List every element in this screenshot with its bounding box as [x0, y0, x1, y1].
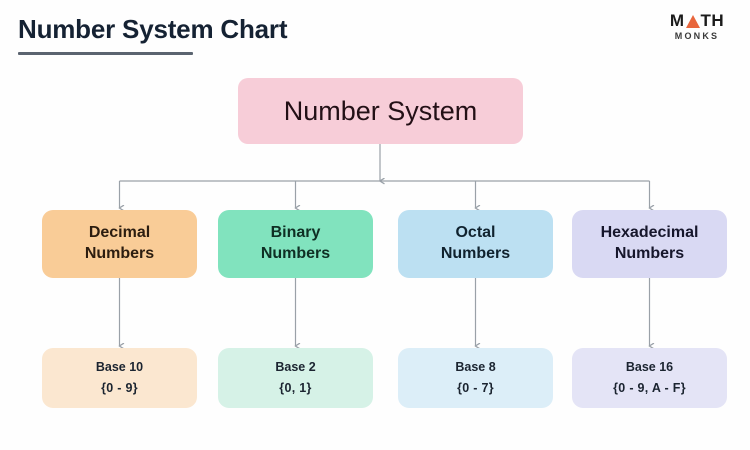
- node-base-8-digits: {0 - 7}: [457, 381, 494, 395]
- node-base-16-digits: {0 - 9, A - F}: [613, 381, 686, 395]
- node-base-8-label: Base 8: [455, 359, 496, 374]
- node-base-2-label: Base 2: [275, 359, 316, 374]
- node-decimal-label-line-2: Numbers: [84, 245, 155, 262]
- node-base-2: Base 2 {0, 1}: [218, 348, 373, 408]
- node-octal-label-line-1: Octal: [455, 224, 496, 242]
- node-hexadecimal-label-line-1: Hexadecimal: [600, 224, 699, 242]
- node-base-10-label: Base 10: [95, 359, 144, 374]
- page-title: Number System Chart: [18, 14, 288, 44]
- node-decimal-numbers: Decimal Numbers: [42, 210, 197, 278]
- node-octal-numbers: Octal Numbers: [398, 210, 553, 278]
- node-hexadecimal-numbers: Hexadecimal Numbers: [572, 210, 727, 278]
- node-hexadecimal-label-line-2: Numbers: [614, 245, 685, 262]
- title-underline: [18, 52, 193, 55]
- math-monks-logo: M TH MONKS: [658, 12, 736, 41]
- logo-letter-m: M: [669, 11, 685, 30]
- logo-wordmark: M TH: [658, 12, 736, 29]
- node-binary-label-line-1: Binary: [270, 224, 321, 242]
- logo-subtitle: MONKS: [674, 31, 720, 41]
- node-number-system: Number System: [238, 78, 523, 144]
- node-base-10: Base 10 {0 - 9}: [42, 348, 197, 408]
- node-decimal-label-line-1: Decimal: [88, 224, 151, 242]
- node-octal-label-line-2: Numbers: [440, 245, 511, 262]
- logo-letters-th: TH: [700, 11, 725, 30]
- node-binary-label-line-2: Numbers: [260, 245, 331, 262]
- node-base-2-digits: {0, 1}: [279, 381, 312, 395]
- node-number-system-label: Number System: [283, 95, 478, 126]
- logo-triangle-icon: [685, 15, 700, 28]
- node-base-8: Base 8 {0 - 7}: [398, 348, 553, 408]
- node-base-16-label: Base 16: [625, 359, 674, 374]
- node-base-10-digits: {0 - 9}: [101, 381, 138, 395]
- node-base-16: Base 16 {0 - 9, A - F}: [572, 348, 727, 408]
- node-binary-numbers: Binary Numbers: [218, 210, 373, 278]
